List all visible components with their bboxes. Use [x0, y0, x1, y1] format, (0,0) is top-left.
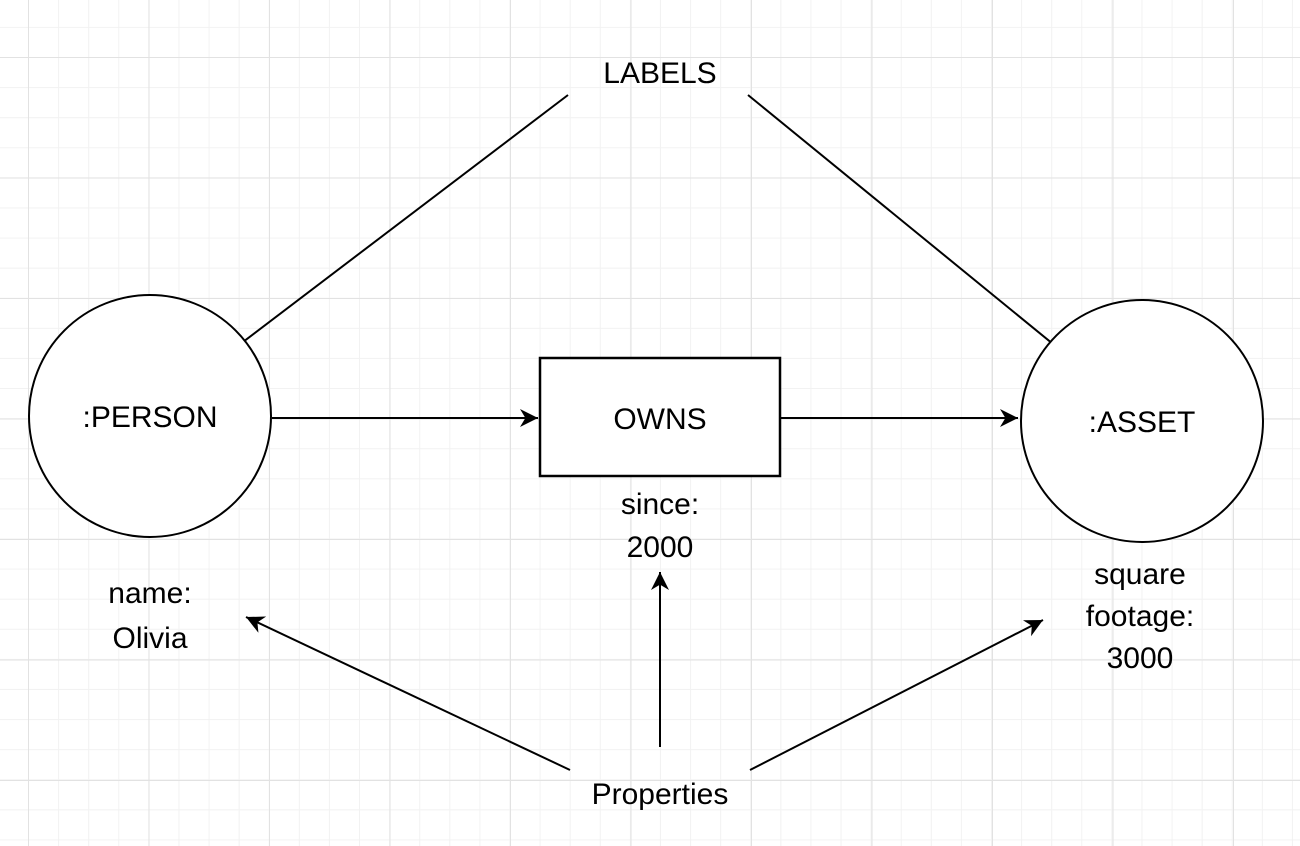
person-node-label: :PERSON	[82, 401, 217, 434]
person-property-line2: Olivia	[112, 622, 187, 655]
asset-node-circle	[1020, 299, 1264, 543]
owns-property-line1: since:	[621, 488, 699, 521]
owns-property-line2: 2000	[627, 531, 694, 564]
labels-to-asset-arrow	[747, 94, 1103, 385]
properties-annotation-text: Properties	[592, 778, 729, 811]
asset-property-line1: square	[1094, 558, 1186, 591]
properties-to-name-arrow	[245, 616, 571, 771]
owns-relationship-label: OWNS	[613, 403, 706, 436]
person-property-line1: name:	[108, 577, 191, 610]
asset-property-line3: 3000	[1107, 642, 1174, 675]
labels-to-person-arrow	[188, 94, 569, 384]
properties-to-footage-arrow	[749, 619, 1044, 771]
asset-node-label: :ASSET	[1089, 406, 1196, 439]
person-node-circle	[28, 294, 272, 538]
owns-relationship-box	[538, 356, 782, 478]
labels-annotation-text: LABELS	[603, 57, 716, 90]
asset-property-line2: footage:	[1086, 600, 1194, 633]
